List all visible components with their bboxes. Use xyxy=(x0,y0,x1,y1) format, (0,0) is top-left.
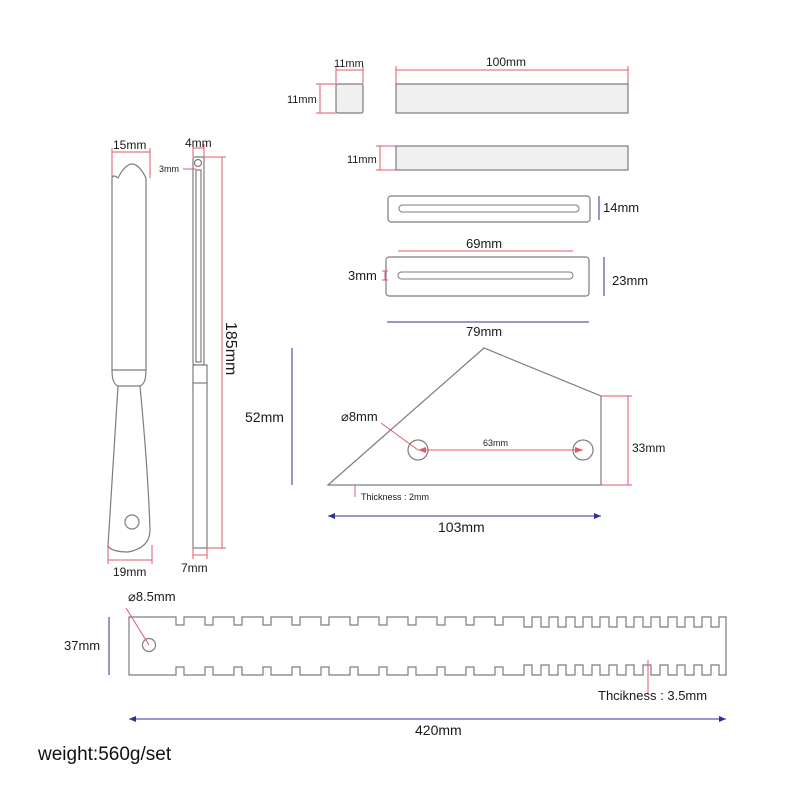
side-top-width-label: 4mm xyxy=(185,136,212,150)
flat-bar xyxy=(395,145,629,171)
slotted-plate-large-height-label: 23mm xyxy=(612,273,648,288)
cube-block xyxy=(335,83,364,114)
knife-side-inner xyxy=(195,169,202,363)
triangle-hole-diameter-label: ⌀8mm xyxy=(341,409,378,424)
long-bar xyxy=(395,83,629,114)
ruler-hole-label: ⌀8.5mm xyxy=(128,589,176,604)
triangle-hole-spacing-label: 63mm xyxy=(483,438,508,448)
cube-width-label: 11mm xyxy=(334,58,364,70)
triangle-right-height-label: 33mm xyxy=(632,441,665,455)
triangle-thickness-label: Thickness : 2mm xyxy=(361,492,429,502)
slot-small xyxy=(398,204,580,213)
slotted-plate-small-height-label: 14mm xyxy=(603,200,639,215)
bar-length-label: 100mm xyxy=(486,55,526,69)
weight-caption: weight:560g/set xyxy=(38,744,172,765)
flat-bar-height-label: 11mm xyxy=(347,154,377,166)
notched-ruler xyxy=(128,616,727,676)
ruler-height-label: 37mm xyxy=(64,638,100,653)
side-hole-label: 3mm xyxy=(159,164,179,174)
triangle-base-label: 103mm xyxy=(438,519,485,535)
cube-height-label: 11mm xyxy=(287,94,317,106)
slot-width-label: 3mm xyxy=(348,268,377,283)
knife-bottom-width-label: 19mm xyxy=(113,565,146,579)
slot-length-label: 69mm xyxy=(466,236,502,251)
side-length-label: 185mm xyxy=(222,322,239,375)
side-bottom-width-label: 7mm xyxy=(181,561,208,575)
knife-side-bottom xyxy=(192,382,208,549)
knife-front-view xyxy=(107,163,151,553)
slot-large xyxy=(397,271,574,280)
knife-handle-hole xyxy=(124,514,140,530)
ruler-length-label: 420mm xyxy=(415,722,462,738)
slotted-plate-large-length-label: 79mm xyxy=(466,324,502,339)
ruler-thickness-label: Thcikness : 3.5mm xyxy=(598,688,707,703)
knife-side-handle xyxy=(192,364,208,386)
knife-top-width-label: 15mm xyxy=(113,138,146,152)
triangle-height-label: 52mm xyxy=(245,409,284,425)
knife-side-hole xyxy=(193,158,203,168)
